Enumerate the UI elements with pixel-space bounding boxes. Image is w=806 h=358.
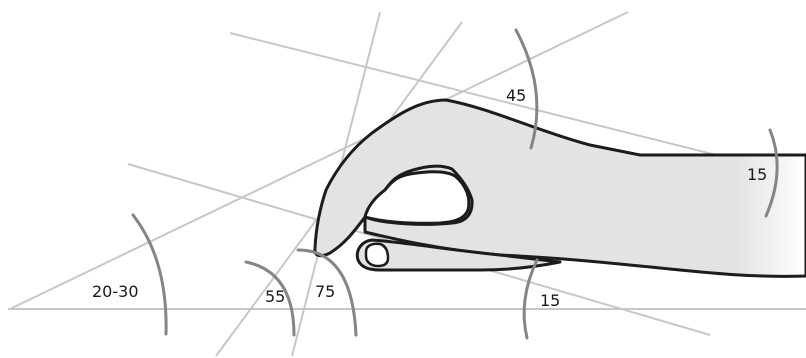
forearm-angle-arc xyxy=(524,260,537,338)
wrist-top-angle-label: 45 xyxy=(506,86,526,105)
thumbnail xyxy=(366,244,388,266)
base-angle-label: 20-30 xyxy=(92,282,139,301)
wrist-right-angle-label: 15 xyxy=(747,165,767,184)
finger-high-angle-label: 75 xyxy=(315,282,335,301)
base-angle-arc xyxy=(133,215,166,334)
hand-illustration xyxy=(315,100,806,276)
finger-low-angle-label: 55 xyxy=(265,287,285,306)
forearm-angle-label: 15 xyxy=(540,291,560,310)
